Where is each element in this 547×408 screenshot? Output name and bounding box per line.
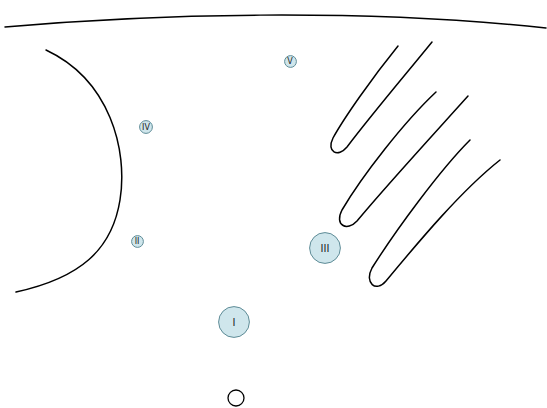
circle-shape [219, 307, 250, 338]
circle-shape [284, 55, 296, 67]
circle-label: II [135, 237, 140, 246]
numbered-circle: III [309, 232, 341, 264]
empty-circle [228, 390, 244, 406]
finger-fold [369, 140, 500, 286]
circle-label: V [287, 57, 292, 66]
upper-boundary [5, 15, 546, 28]
circle-label: III [321, 243, 330, 254]
numbered-circle: IV [139, 120, 153, 134]
finger-fold [331, 42, 432, 153]
circle-label: IV [142, 123, 150, 132]
numbered-circle: II [131, 235, 144, 248]
circle-shape [140, 121, 153, 134]
numbered-circle: V [284, 55, 297, 68]
numbered-circle: I [218, 306, 250, 338]
circle-shape [310, 233, 341, 264]
left-boundary [16, 50, 122, 292]
circle-label: I [233, 317, 236, 328]
finger-fold [340, 92, 468, 226]
circle-shape [131, 235, 143, 247]
